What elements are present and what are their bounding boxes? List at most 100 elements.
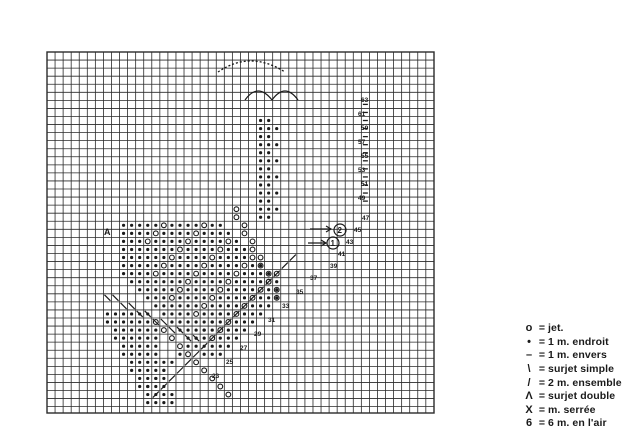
knit-stitch-mark (122, 320, 125, 323)
knit-stitch-mark (203, 272, 206, 275)
knit-stitch-mark (267, 296, 270, 299)
row-number-label: 37 (310, 275, 318, 282)
knit-stitch-mark (259, 264, 262, 267)
knit-stitch-mark (130, 232, 133, 235)
decrease-right-mark (137, 311, 143, 317)
knit-stitch-mark (275, 288, 278, 291)
knit-stitch-mark (146, 369, 149, 372)
knit-stitch-mark (259, 135, 262, 138)
knit-stitch-mark (203, 312, 206, 315)
yarn-over-mark (258, 255, 263, 260)
svg-text:1: 1 (331, 239, 336, 248)
knit-stitch-mark (146, 320, 149, 323)
row-number-label: 63 (361, 97, 369, 104)
svg-text:2: 2 (338, 226, 343, 235)
yarn-over-icon: o (522, 322, 536, 335)
purl-stitch-icon: – (522, 349, 536, 362)
equals-sign: = (536, 377, 548, 390)
knit-stitch-mark (170, 232, 173, 235)
knit-stitch-mark (146, 328, 149, 331)
yarn-over-mark (194, 360, 199, 365)
knit-stitch-mark (154, 401, 157, 404)
knit-stitch-mark (162, 256, 165, 259)
knit-stitch-mark (195, 345, 198, 348)
row-number-label: 55 (361, 153, 369, 160)
stitch-legend: o=jet.•=1 m. endroit–=1 m. envers\=surje… (522, 322, 638, 431)
knit-stitch-mark (243, 296, 246, 299)
knit-stitch-mark (130, 328, 133, 331)
knit-stitch-mark (203, 232, 206, 235)
legend-label: surjet double (548, 390, 615, 403)
legend-label: 1 m. envers (548, 349, 607, 362)
knit-stitch-mark (138, 264, 141, 267)
knit-stitch-mark (219, 256, 222, 259)
knit-stitch-mark (251, 312, 254, 315)
row-number-label: 57 (358, 139, 366, 146)
knit-stitch-mark (203, 353, 206, 356)
knit-stitch-mark (219, 240, 222, 243)
knit-stitch-mark (154, 337, 157, 340)
knit-stitch-mark (267, 175, 270, 178)
row-number-label: 59 (361, 125, 369, 132)
knit-stitch-mark (162, 304, 165, 307)
knit-stitch-mark (162, 393, 165, 396)
knit-stitch-mark (114, 320, 117, 323)
yarn-over-mark (226, 279, 231, 284)
yarn-over-mark (226, 392, 231, 397)
knit-stitch-mark (170, 248, 173, 251)
knit-stitch-mark (138, 320, 141, 323)
knit-stitch-mark (146, 345, 149, 348)
knit-stitch-mark (259, 159, 262, 162)
row-number-label: 39 (330, 263, 338, 270)
knit-stitch-mark (211, 288, 214, 291)
knit-stitch-mark (162, 248, 165, 251)
row-number-label: 29 (254, 331, 262, 338)
knit-stitch-mark (227, 232, 230, 235)
row-number-label: 53 (358, 167, 366, 174)
yarn-over-mark (170, 295, 175, 300)
knit-stitch-mark (267, 167, 270, 170)
row-number-label: 23 (212, 373, 220, 380)
legend-item: o=jet. (522, 322, 638, 336)
knit-stitch-mark (170, 272, 173, 275)
knit-stitch-mark (162, 296, 165, 299)
knit-stitch-mark (219, 280, 222, 283)
legend-item: 6=6 m. en l'air (522, 417, 638, 431)
knit-stitch-mark (178, 353, 181, 356)
equals-sign: = (536, 336, 548, 349)
knit-stitch-mark (227, 272, 230, 275)
knit-stitch-mark (146, 385, 149, 388)
knit-stitch-mark (243, 328, 246, 331)
knit-stitch-mark (146, 248, 149, 251)
yarn-over-mark (178, 287, 183, 292)
yarn-over-mark (170, 336, 175, 341)
knit-stitch-mark (186, 272, 189, 275)
knit-stitch-mark (195, 256, 198, 259)
chart-annotations: A 2 1 (104, 61, 346, 249)
knit-stitch-mark (122, 353, 125, 356)
decrease-left-mark (169, 375, 175, 381)
yarn-over-mark (202, 263, 207, 268)
knit-stitch-mark (211, 280, 214, 283)
knit-stitch-mark (146, 288, 149, 291)
legend-label: 6 m. en l'air (548, 417, 607, 430)
knit-stitch-mark (170, 224, 173, 227)
knit-stitch-mark (178, 232, 181, 235)
knit-stitch-mark (114, 312, 117, 315)
knit-stitch-mark (203, 328, 206, 331)
knit-stitch-mark (211, 224, 214, 227)
knit-stitch-mark (203, 288, 206, 291)
knit-stitch-mark (138, 361, 141, 364)
knit-stitch-mark (162, 232, 165, 235)
knit-stitch-mark (122, 328, 125, 331)
knit-stitch-mark (154, 353, 157, 356)
knit-stitch-mark (267, 304, 270, 307)
knit-stitch-mark (162, 312, 165, 315)
knit-stitch-mark (203, 248, 206, 251)
knit-stitch-mark (138, 337, 141, 340)
knit-stitch-mark (138, 345, 141, 348)
yarn-over-mark (178, 344, 183, 349)
yarn-over-mark (234, 215, 239, 220)
row-number-label: 41 (338, 251, 346, 258)
knit-stitch-mark (235, 280, 238, 283)
